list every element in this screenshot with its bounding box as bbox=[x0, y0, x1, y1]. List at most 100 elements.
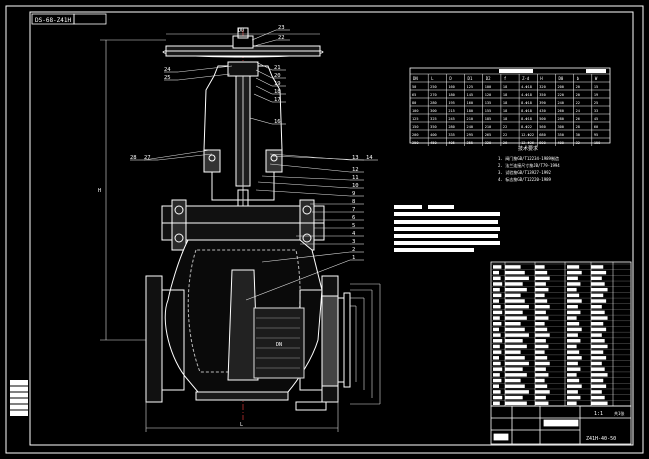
bom-cell bbox=[591, 310, 605, 315]
bom-cell bbox=[505, 282, 523, 286]
leader-line bbox=[257, 181, 351, 189]
bom-cell bbox=[493, 333, 501, 337]
title-model: Z41H-40-50 bbox=[586, 436, 616, 442]
bom-cell bbox=[567, 390, 578, 394]
spec-cell: 800 bbox=[539, 141, 546, 145]
spec-cell: 355 bbox=[467, 141, 474, 145]
spec-cell: 390 bbox=[539, 101, 546, 105]
leader-line bbox=[251, 29, 277, 41]
part-number-label: 19 bbox=[274, 81, 281, 87]
dimension-lines bbox=[100, 33, 381, 432]
spec-cell: 4-Φ18 bbox=[521, 93, 532, 97]
bom-cell bbox=[591, 361, 602, 366]
spec-cell: 180 bbox=[448, 93, 455, 97]
bom-cell bbox=[493, 327, 499, 332]
bom-cell bbox=[567, 310, 581, 315]
bom-cell bbox=[505, 344, 527, 349]
drawing-code-box: DS-68-Z41H bbox=[31, 13, 107, 25]
spec-cell: 210 bbox=[485, 125, 492, 129]
spec-cell: 18 bbox=[503, 101, 507, 105]
spec-cell: 400 bbox=[430, 133, 437, 137]
bom-cell bbox=[535, 356, 548, 360]
bom-cell bbox=[505, 361, 529, 366]
spec-cell: 320 bbox=[539, 85, 546, 89]
bom-cell bbox=[535, 270, 548, 275]
spec-cell: 22 bbox=[503, 133, 507, 137]
spec-cell: 100 bbox=[412, 109, 419, 113]
bom-cell bbox=[567, 344, 577, 349]
spec-cell: 20 bbox=[576, 85, 580, 89]
bom-cell bbox=[505, 287, 527, 292]
bom-cell bbox=[505, 293, 521, 298]
dim-bottom-length: L bbox=[240, 422, 243, 428]
bom-cell bbox=[591, 395, 605, 400]
part-number-label: 8 bbox=[352, 199, 355, 205]
spec-cell: 220 bbox=[557, 93, 564, 97]
spec-cell: 26 bbox=[576, 117, 580, 121]
spec-cell: 200 bbox=[412, 133, 419, 137]
bom-cell bbox=[535, 390, 550, 394]
bom-cell bbox=[567, 316, 577, 320]
yoke bbox=[203, 65, 283, 201]
leader-line bbox=[271, 155, 365, 161]
bom-cell bbox=[535, 310, 546, 315]
bom-cell bbox=[535, 361, 550, 366]
leader-line bbox=[253, 93, 273, 103]
spec-cell: 50 bbox=[412, 85, 416, 89]
bom-cell bbox=[591, 282, 605, 286]
bom-cell bbox=[591, 299, 607, 303]
bom-cell bbox=[567, 287, 577, 292]
spec-cell: 430 bbox=[539, 109, 546, 113]
dim-bore: DN bbox=[276, 342, 282, 348]
bom-cell bbox=[535, 322, 545, 326]
part-number-label: 5 bbox=[352, 223, 355, 229]
bom-cell bbox=[567, 350, 580, 354]
spec-cell: 45 bbox=[594, 117, 598, 121]
part-number-label: 7 bbox=[352, 207, 355, 213]
spec-cell: 22 bbox=[576, 101, 580, 105]
spec-cell: 80 bbox=[412, 101, 416, 105]
spec-cell: 28 bbox=[576, 125, 580, 129]
part-number-label: 13 bbox=[352, 155, 359, 161]
part-number-label: 6 bbox=[352, 215, 355, 221]
bom-cell bbox=[505, 316, 527, 320]
bom-cell bbox=[591, 304, 602, 309]
bom-cell bbox=[567, 299, 582, 303]
leader-line bbox=[245, 259, 351, 301]
part-number-label: 4 bbox=[352, 231, 356, 237]
spec-cell: 18 bbox=[503, 117, 507, 121]
bom-cell bbox=[591, 401, 608, 405]
bom-cell bbox=[535, 344, 549, 349]
bom-cell bbox=[567, 378, 580, 383]
spec-cell: 150 bbox=[594, 141, 601, 145]
spec-cell: 200 bbox=[557, 85, 564, 89]
bom-cell bbox=[493, 270, 499, 275]
spec-header-cell: Z-d bbox=[522, 76, 530, 81]
leader-line bbox=[143, 149, 211, 161]
tech-note-line: 1. 阀门按GB/T12234-1989制造 bbox=[498, 155, 559, 161]
bom-cell bbox=[493, 373, 500, 377]
bom-cell bbox=[591, 316, 608, 320]
spec-header-cell: D1 bbox=[468, 76, 473, 81]
spec-cell: 280 bbox=[448, 125, 455, 129]
spec-cell: 335 bbox=[448, 133, 455, 137]
gate-wedge bbox=[227, 269, 259, 381]
bom-cell bbox=[493, 395, 503, 400]
tech-notes-title: 技术要求 bbox=[518, 145, 538, 152]
bom-cell bbox=[493, 282, 503, 286]
leader-line bbox=[249, 117, 273, 125]
bom-cell bbox=[567, 282, 581, 286]
bom-cell bbox=[493, 287, 500, 292]
bom-cell bbox=[567, 333, 578, 337]
spec-header-cell: b bbox=[577, 76, 580, 81]
spec-cell: 300 bbox=[557, 125, 564, 129]
spec-cell: 20 bbox=[576, 93, 580, 97]
bom-cell bbox=[493, 265, 502, 269]
bom-cell bbox=[535, 395, 546, 400]
leader-line bbox=[261, 175, 351, 181]
spec-header-cell: DN bbox=[413, 76, 418, 81]
bom-cell bbox=[535, 276, 550, 281]
spec-cell: 400 bbox=[557, 141, 564, 145]
spec-cell: 295 bbox=[467, 133, 474, 137]
